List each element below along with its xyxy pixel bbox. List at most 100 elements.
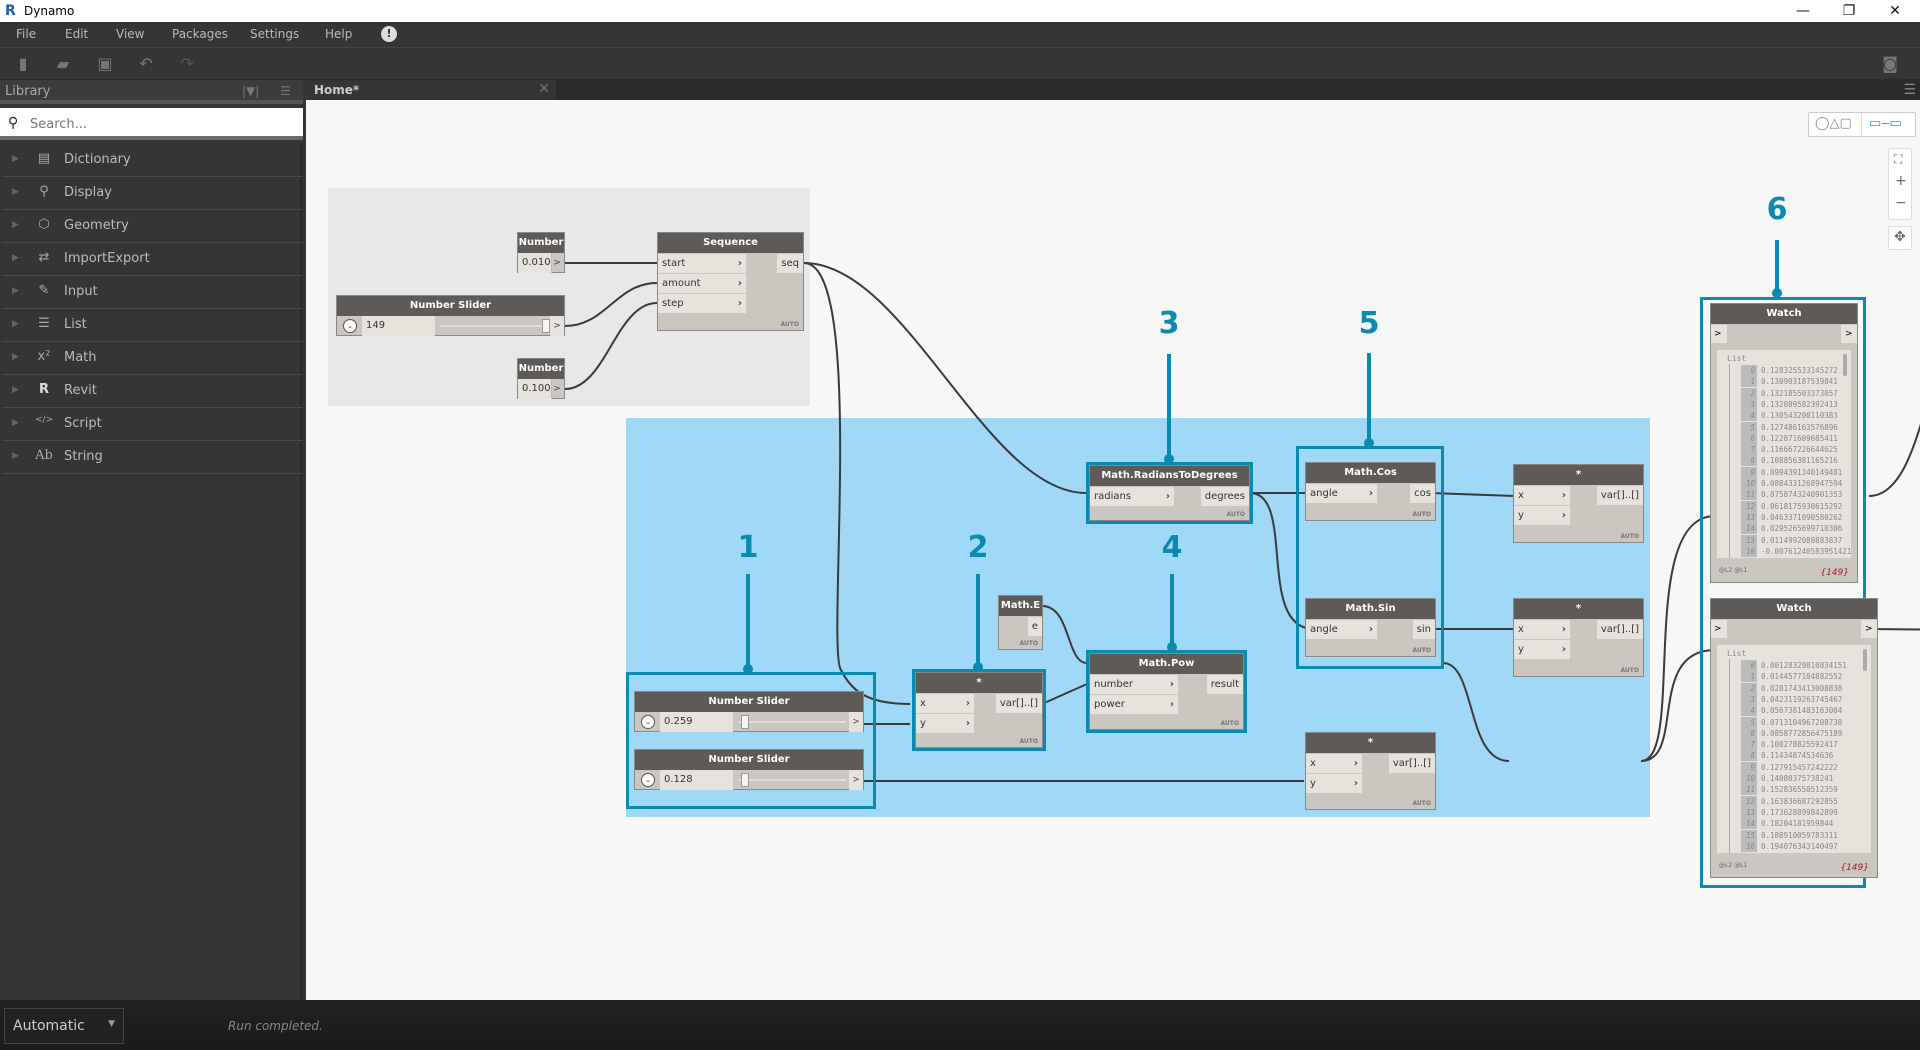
- number-node-start[interactable]: Number 0.010 >: [517, 232, 565, 273]
- library-item-geometry[interactable]: ▶⬡Geometry: [2, 210, 302, 243]
- input-port-angle[interactable]: angle›: [1306, 620, 1377, 639]
- output-port-result[interactable]: result: [1206, 675, 1243, 694]
- menu-file[interactable]: File: [16, 27, 37, 41]
- zoom-in-icon[interactable]: +: [1895, 173, 1907, 189]
- new-file-icon[interactable]: ▮: [18, 54, 28, 73]
- scrollbar[interactable]: [1843, 354, 1847, 376]
- tab-home[interactable]: Home* ✕: [306, 80, 556, 100]
- number-value-field[interactable]: 0.010: [518, 253, 552, 273]
- menu-settings[interactable]: Settings: [250, 27, 300, 41]
- output-port-cos[interactable]: cos: [1410, 484, 1435, 503]
- slider-value-field[interactable]: 0.128: [660, 770, 733, 790]
- input-port-step[interactable]: step›: [658, 294, 746, 313]
- slider-value-field[interactable]: 0.259: [660, 712, 733, 732]
- menu-help[interactable]: Help: [325, 27, 353, 41]
- graph-view-icon[interactable]: ▭‒▭: [1869, 116, 1902, 131]
- input-port-x[interactable]: x›: [1514, 486, 1570, 505]
- list-view-icon[interactable]: ☰: [280, 84, 291, 98]
- multiply-node-2[interactable]: * x› y› var[]..[] AUTO: [1513, 464, 1644, 543]
- pan-icon[interactable]: ✥: [1894, 229, 1906, 245]
- radians-to-degrees-node[interactable]: Math.RadiansToDegrees radians› degrees A…: [1089, 465, 1250, 521]
- fit-view-icon[interactable]: ⛶: [1894, 152, 1903, 166]
- output-port-var[interactable]: var[]..[]: [995, 694, 1042, 713]
- number-node-step[interactable]: Number 0.100 >: [517, 358, 565, 399]
- multiply-node-1[interactable]: * x› y› var[]..[] AUTO: [915, 672, 1043, 748]
- workspace-canvas[interactable]: Number 0.010 > Number Slider ⌄ 149 > Num…: [306, 100, 1920, 1000]
- undo-icon[interactable]: ↶: [139, 54, 153, 73]
- close-button[interactable]: ✕: [1889, 3, 1901, 19]
- slider-thumb[interactable]: [541, 319, 550, 333]
- slider-value-field[interactable]: 149: [362, 316, 435, 336]
- input-port[interactable]: >: [1711, 620, 1727, 638]
- slider-expand-icon[interactable]: ⌄: [641, 715, 655, 729]
- output-port[interactable]: >: [849, 770, 863, 790]
- input-port-x[interactable]: x›: [1306, 754, 1362, 773]
- run-mode-dropdown[interactable]: Automatic ▼: [4, 1008, 124, 1044]
- number-slider-2[interactable]: Number Slider ⌄ 0.128 >: [634, 749, 864, 790]
- input-port-y[interactable]: y›: [1514, 506, 1570, 525]
- open-file-icon[interactable]: ▰: [56, 54, 70, 73]
- input-port-angle[interactable]: angle›: [1306, 484, 1377, 503]
- scrollbar[interactable]: [1863, 649, 1867, 671]
- slider-expand-icon[interactable]: ⌄: [343, 319, 357, 333]
- library-item-script[interactable]: ▶</>Script: [2, 408, 302, 441]
- multiply-node-3[interactable]: * x› y› var[]..[] AUTO: [1305, 732, 1436, 810]
- input-port-number[interactable]: number›: [1090, 675, 1178, 694]
- restore-button[interactable]: ❐: [1842, 3, 1856, 19]
- zoom-out-icon[interactable]: −: [1895, 195, 1907, 211]
- output-port-var[interactable]: var[]..[]: [1388, 754, 1435, 773]
- menu-edit[interactable]: Edit: [65, 27, 89, 41]
- library-item-display[interactable]: ▶⚲Display: [2, 177, 302, 210]
- save-icon[interactable]: ▣: [97, 54, 113, 73]
- input-port-y[interactable]: y›: [1514, 640, 1570, 659]
- slider-expand-icon[interactable]: ⌄: [641, 773, 655, 787]
- menu-packages[interactable]: Packages: [172, 27, 228, 41]
- output-port-e[interactable]: e: [1027, 617, 1042, 636]
- library-item-input[interactable]: ▶✎Input: [2, 276, 302, 309]
- slider-thumb[interactable]: [741, 715, 750, 729]
- library-item-dictionary[interactable]: ▶▤Dictionary: [2, 144, 302, 177]
- output-port[interactable]: >: [550, 316, 564, 336]
- search-input[interactable]: [30, 113, 290, 135]
- input-port-y[interactable]: y›: [916, 714, 974, 733]
- library-item-list[interactable]: ▶☰List: [2, 309, 302, 342]
- slider-track[interactable]: [738, 779, 846, 781]
- filter-icon[interactable]: |▼|: [242, 84, 260, 98]
- geometry-view-icon[interactable]: ◯△▢: [1815, 116, 1852, 131]
- input-port-start[interactable]: start›: [658, 254, 746, 273]
- slider-track[interactable]: [440, 325, 548, 327]
- redo-icon[interactable]: ↷: [180, 54, 194, 73]
- math-e-node[interactable]: Math.E e AUTO: [998, 595, 1043, 650]
- input-port-power[interactable]: power›: [1090, 695, 1178, 714]
- camera-icon[interactable]: ◙: [1882, 54, 1898, 73]
- number-slider-amount[interactable]: Number Slider ⌄ 149 >: [336, 295, 565, 336]
- input-port-y[interactable]: y›: [1306, 774, 1362, 793]
- sequence-node[interactable]: Sequence start› amount› step› seq AUTO: [657, 232, 804, 331]
- number-slider-1[interactable]: Number Slider ⌄ 0.259 >: [634, 691, 864, 732]
- output-port-var[interactable]: var[]..[]: [1596, 620, 1643, 639]
- output-port-seq[interactable]: seq: [777, 254, 803, 273]
- output-port[interactable]: >: [553, 258, 561, 268]
- math-cos-node[interactable]: Math.Cos angle› cos AUTO: [1305, 462, 1436, 521]
- slider-track[interactable]: [738, 721, 846, 723]
- notification-icon[interactable]: !: [381, 26, 397, 42]
- tab-close-icon[interactable]: ✕: [538, 81, 550, 97]
- number-value-field[interactable]: 0.100: [518, 379, 552, 399]
- output-port-sin[interactable]: sin: [1412, 620, 1435, 639]
- minimize-button[interactable]: —: [1796, 3, 1810, 19]
- input-port-x[interactable]: x›: [1514, 620, 1570, 639]
- menu-view[interactable]: View: [116, 27, 145, 41]
- hamburger-menu-icon[interactable]: ☰: [1903, 82, 1916, 98]
- multiply-node-4[interactable]: * x› y› var[]..[] AUTO: [1513, 598, 1644, 677]
- output-port[interactable]: >: [553, 384, 561, 394]
- input-port-radians[interactable]: radians›: [1090, 487, 1174, 506]
- input-port-x[interactable]: x›: [916, 694, 974, 713]
- math-sin-node[interactable]: Math.Sin angle› sin AUTO: [1305, 598, 1436, 657]
- math-pow-node[interactable]: Math.Pow number› power› result AUTO: [1089, 653, 1244, 730]
